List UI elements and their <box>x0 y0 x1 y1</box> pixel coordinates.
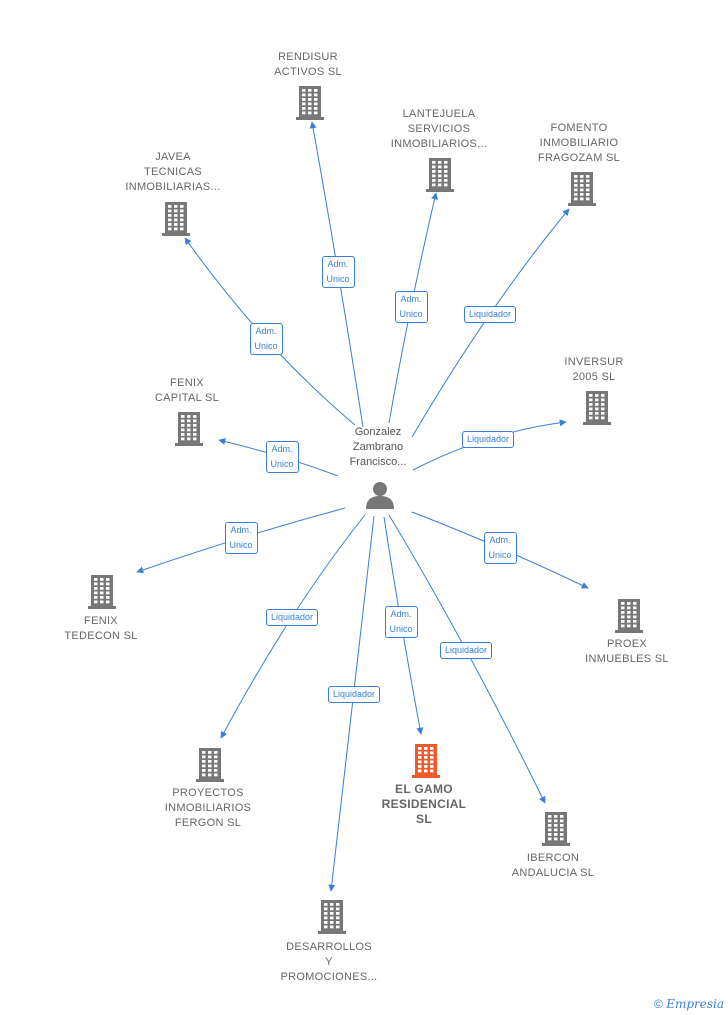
building-icon[interactable] <box>567 170 597 206</box>
company-label-lantejuela[interactable]: LANTEJUELA SERVICIOS INMOBILIARIOS... <box>369 107 509 152</box>
edge-label-text: Unico <box>399 309 423 319</box>
edge-line-desarrollos <box>328 515 375 892</box>
footer-brand: © Empresia <box>654 997 724 1011</box>
company-label-line: FRAGOZAM SL <box>537 152 621 164</box>
company-label-line: RENDISUR <box>278 51 338 63</box>
edge-label-el-gamo[interactable]: Adm. Unico <box>384 606 418 638</box>
edge-label-text: Liquidador <box>467 433 510 444</box>
company-label-line: 2005 SL <box>572 371 616 383</box>
company-label-line: INMOBILIARIOS... <box>390 138 488 150</box>
building-icon[interactable] <box>582 389 612 425</box>
company-label-line: LANTEJUELA <box>402 108 476 120</box>
edge-label-text: Liquidador <box>333 688 376 699</box>
company-label-line: TEDECON SL <box>64 630 138 642</box>
edge-label-text: Adm. <box>327 259 349 269</box>
company-label-line: PROMOCIONES... <box>280 971 378 983</box>
edge-label-desarrollos[interactable]: Liquidador <box>328 685 381 703</box>
company-label-proyectos[interactable]: PROYECTOS INMOBILIARIOS FERGON SL <box>138 786 278 831</box>
building-icon[interactable] <box>317 898 347 934</box>
company-label-rendisur[interactable]: RENDISUR ACTIVOS SL <box>238 50 378 80</box>
company-label-line: SERVICIOS <box>407 123 471 135</box>
edge-label-proex[interactable]: Adm. Unico <box>483 532 517 564</box>
edge-label-text: Unico <box>254 341 278 351</box>
building-icon[interactable] <box>614 597 644 633</box>
company-label-line: FOMENTO <box>550 122 608 134</box>
edge-label-text: Adm. <box>400 294 422 304</box>
company-label-line: IBERCON <box>526 852 580 864</box>
edge-label-ibercon[interactable]: Liquidador <box>440 641 493 659</box>
copyright-symbol: © <box>654 997 663 1011</box>
company-label-line: RESIDENCIAL <box>381 797 467 811</box>
edge-label-text: Adm. <box>489 535 511 545</box>
edge-label-rendisur[interactable]: Adm. Unico <box>321 256 355 288</box>
edge-label-text: Liquidador <box>271 611 314 622</box>
building-icon[interactable] <box>425 156 455 192</box>
building-icon[interactable] <box>161 200 191 236</box>
company-label-line: PROEX <box>606 638 647 650</box>
edge-label-fomento[interactable]: Liquidador <box>464 305 517 323</box>
edge-label-text: Unico <box>270 459 294 469</box>
building-icon[interactable] <box>174 410 204 446</box>
company-label-line: INMOBILIARIO <box>539 137 619 149</box>
company-label-line: INMUEBLES SL <box>585 653 669 665</box>
person-icon[interactable] <box>364 479 396 511</box>
person-name[interactable]: Gonzalez Zambrano Francisco... <box>349 426 407 468</box>
edge-label-text: Adm. <box>230 525 252 535</box>
company-label-line: ACTIVOS SL <box>274 66 342 78</box>
company-label-line: TECNICAS <box>143 166 203 178</box>
company-label-ibercon[interactable]: IBERCON ANDALUCIA SL <box>483 851 623 881</box>
edge-line-fomento <box>411 208 570 438</box>
edge-label-text: Adm. <box>390 609 412 619</box>
company-label-line: FENIX <box>170 377 204 389</box>
company-label-line: CAPITAL SL <box>154 392 220 404</box>
building-icon[interactable] <box>411 742 441 778</box>
company-label-line: ANDALUCIA SL <box>511 867 595 879</box>
edge-label-javea[interactable]: Adm. Unico <box>249 323 283 355</box>
edge-label-text: Adm. <box>255 326 277 336</box>
edge-label-text: Liquidador <box>469 308 512 319</box>
company-label-line: FENIX <box>84 615 118 627</box>
building-icon[interactable] <box>541 810 571 846</box>
company-label-desarrollos[interactable]: DESARROLLOS Y PROMOCIONES... <box>259 940 399 985</box>
company-label-line: FERGON SL <box>174 817 242 829</box>
edge-label-text: Adm. <box>271 444 293 454</box>
company-label-line: SL <box>416 812 432 826</box>
edge-label-text: Unico <box>389 624 413 634</box>
company-label-line: INVERSUR <box>564 356 624 368</box>
edge-label-lantejuela[interactable]: Adm. Unico <box>394 291 428 323</box>
edge-label-text: Unico <box>488 550 512 560</box>
building-icon[interactable] <box>295 84 325 120</box>
brand-name: Empresia <box>666 997 724 1011</box>
company-label-inversur[interactable]: INVERSUR 2005 SL <box>524 355 664 385</box>
edge-label-text: Unico <box>326 274 350 284</box>
company-label-fenix-capital[interactable]: FENIX CAPITAL SL <box>117 376 257 406</box>
company-label-javea[interactable]: JAVEA TECNICAS INMOBILIARIAS... <box>103 150 243 195</box>
company-label-line: JAVEA <box>155 151 191 163</box>
company-label-fenix-tedecon[interactable]: FENIX TEDECON SL <box>31 614 171 644</box>
building-icon[interactable] <box>195 746 225 782</box>
edge-label-inversur[interactable]: Liquidador <box>462 430 515 448</box>
company-label-line: INMOBILIARIOS <box>164 802 252 814</box>
edge-label-text: Liquidador <box>445 644 488 655</box>
edge-label-fenix-capital[interactable]: Adm. Unico <box>265 441 299 473</box>
building-icon[interactable] <box>87 573 117 609</box>
company-label-line: EL GAMO <box>395 782 453 796</box>
company-label-fomento[interactable]: FOMENTO INMOBILIARIO FRAGOZAM SL <box>509 121 649 166</box>
company-label-proex[interactable]: PROEX INMUEBLES SL <box>557 637 697 667</box>
company-label-line: Y <box>325 956 333 968</box>
edge-label-text: Unico <box>229 540 253 550</box>
company-label-line: DESARROLLOS <box>286 941 372 953</box>
company-label-line: INMOBILIARIAS... <box>125 181 221 193</box>
edge-label-fenix-tedecon[interactable]: Adm. Unico <box>224 522 258 554</box>
company-label-line: PROYECTOS <box>172 787 244 799</box>
edge-label-proyectos[interactable]: Liquidador <box>266 608 319 626</box>
